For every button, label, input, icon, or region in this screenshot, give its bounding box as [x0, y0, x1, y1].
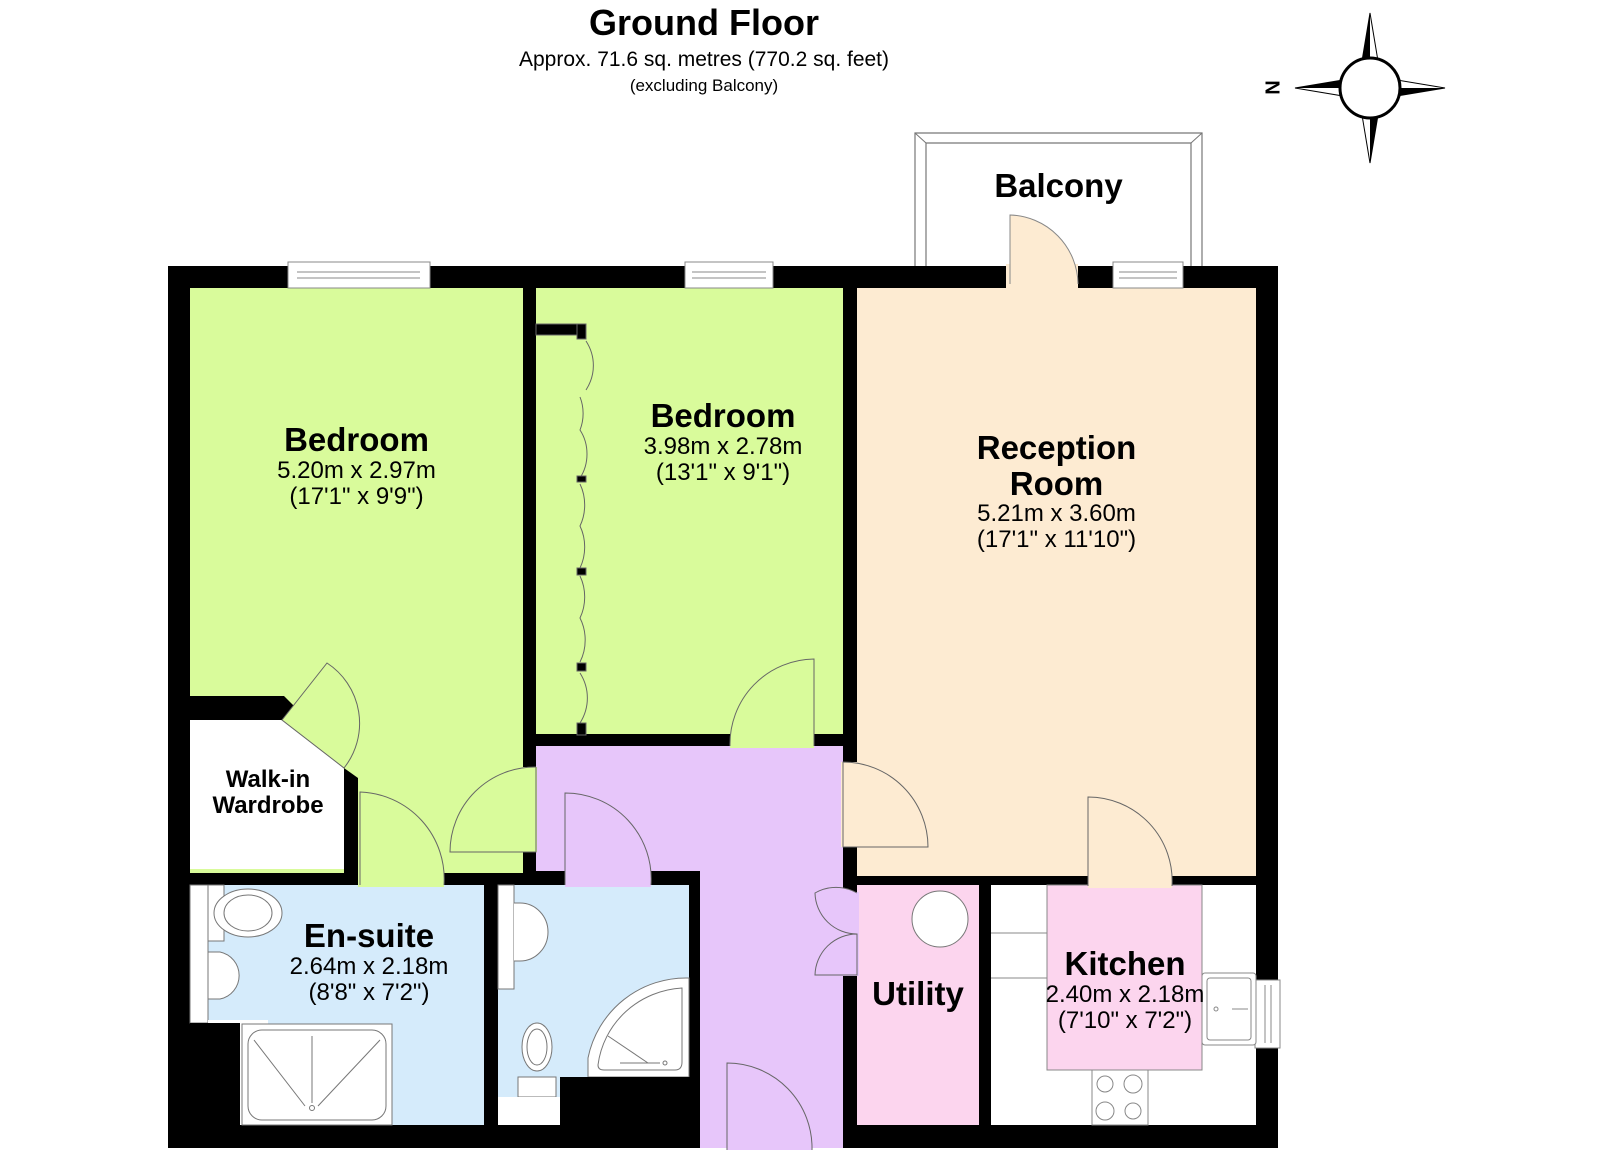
window-bedroom2	[684, 261, 774, 289]
room-label-balcony: Balcony	[926, 168, 1191, 204]
wardrobe-floor	[190, 706, 344, 869]
door-kitchen[interactable]	[1087, 796, 1173, 887]
door-front-entrance[interactable]	[726, 1062, 813, 1151]
room-name: Bedroom	[284, 421, 429, 458]
wardrobe-doors	[535, 323, 594, 736]
room-dim-metric: 2.64m x 2.18m	[289, 952, 449, 980]
room-name: Kitchen	[1064, 945, 1186, 982]
window-bedroom1	[287, 261, 431, 289]
window-kitchen	[1254, 979, 1281, 1049]
room-name: Bedroom	[650, 397, 796, 434]
room-dim-imperial: (8'8" x 7'2")	[308, 978, 430, 1006]
room-label-bedroom1: Bedroom 5.20m x 2.97m (17'1" x 9'9")	[190, 422, 523, 509]
room-label-utility: Utility	[857, 976, 979, 1012]
room-name-line1: Walk-in	[225, 766, 311, 793]
door-bathroom[interactable]	[564, 792, 652, 886]
compass-rose-icon	[1294, 12, 1446, 164]
room-label-kitchen: Kitchen 2.40m x 2.18m (7'10" x 7'2")	[1025, 946, 1225, 1033]
room-dim-metric: 5.21m x 3.60m	[977, 500, 1136, 528]
door-wardrobe[interactable]	[281, 662, 361, 769]
door-utility[interactable]	[814, 933, 858, 976]
room-name-line2: Wardrobe	[212, 792, 324, 820]
room-name: En-suite	[303, 917, 435, 954]
door-reception[interactable]	[842, 761, 929, 848]
door-ensuite[interactable]	[359, 791, 445, 886]
room-dim-imperial: (17'1" x 11'10")	[976, 526, 1137, 554]
room-dim-imperial: (17'1" x 9'9")	[289, 482, 424, 510]
room-label-ensuite: En-suite 2.64m x 2.18m (8'8" x 7'2")	[254, 918, 484, 1005]
room-label-reception: Reception Room 5.21m x 3.60m (17'1" x 11…	[857, 430, 1256, 553]
room-label-wardrobe: Walk-in Wardrobe	[190, 766, 346, 820]
door-balcony[interactable]	[1009, 214, 1079, 285]
room-dim-metric: 3.98m x 2.78m	[643, 432, 803, 460]
room-name: Balcony	[994, 167, 1123, 204]
window-reception	[1112, 261, 1184, 289]
room-dim-imperial: (7'10" x 7'2")	[1057, 1006, 1193, 1034]
room-name-line1: Reception	[976, 429, 1137, 466]
room-dim-metric: 2.40m x 2.18m	[1045, 980, 1205, 1008]
room-label-bedroom2: Bedroom 3.98m x 2.78m (13'1" x 9'1")	[600, 398, 846, 485]
compass-north-label: N	[1262, 80, 1285, 95]
room-dim-metric: 5.20m x 2.97m	[277, 456, 436, 484]
door-bedroom2[interactable]	[729, 658, 815, 747]
plan-title: Ground Floor	[589, 2, 819, 43]
reception-floor	[857, 288, 1256, 876]
kitchen-fixtures	[991, 932, 1257, 1126]
room-dim-imperial: (13'1" x 9'1")	[655, 458, 791, 486]
kitchen-centre	[1046, 884, 1203, 1071]
door-bedroom1-hall[interactable]	[449, 766, 537, 853]
utility-appliance	[911, 890, 969, 948]
room-name: Utility	[872, 975, 964, 1012]
plan-area: Approx. 71.6 sq. metres (770.2 sq. feet)	[518, 48, 890, 71]
room-name-line2: Room	[1009, 464, 1104, 502]
bedroom2-floor	[536, 288, 843, 734]
bathroom-fixtures	[497, 884, 690, 1125]
plan-area-note: (excluding Balcony)	[629, 76, 779, 95]
